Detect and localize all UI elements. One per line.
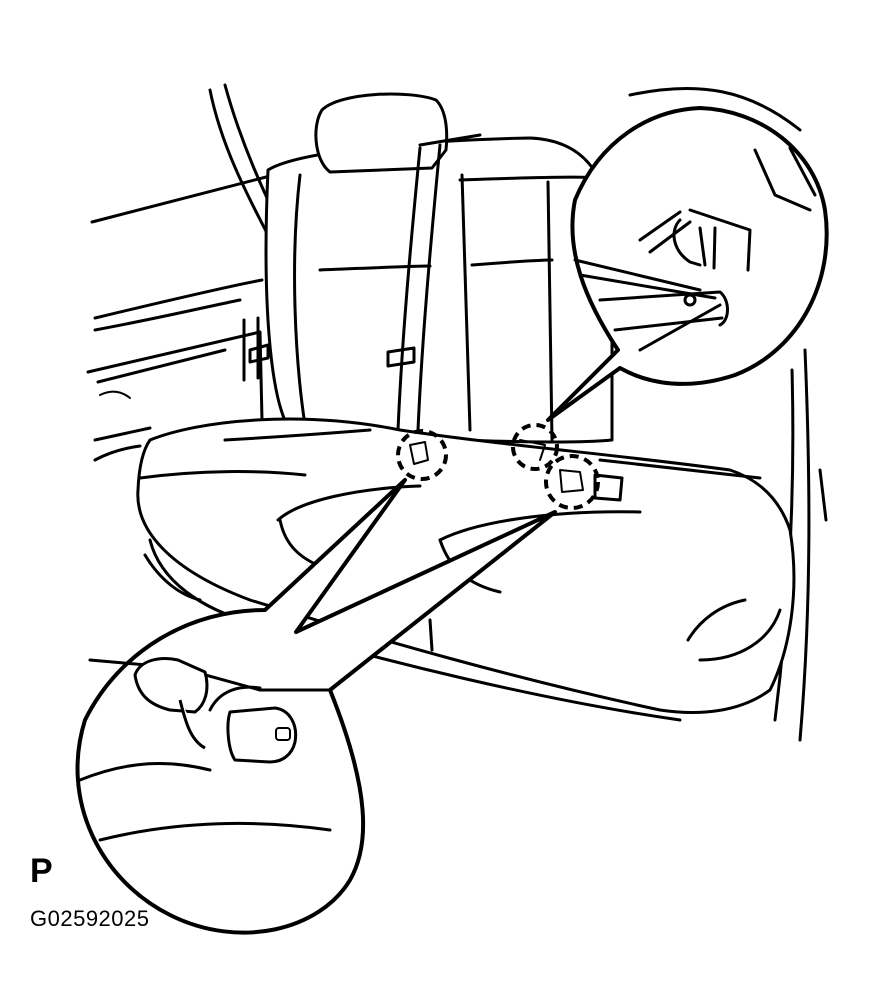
figure-code: G02592025 — [30, 906, 150, 931]
door-panel — [86, 83, 294, 462]
callout-markers — [396, 423, 624, 510]
seat-belts — [242, 133, 482, 432]
detail-view-wire-frame — [546, 106, 829, 422]
marker-right-buckle — [544, 454, 600, 510]
seat-back — [264, 136, 614, 444]
headrest — [314, 92, 449, 174]
detail-view-buckle — [75, 478, 557, 935]
marker-left-buckle — [396, 429, 448, 481]
marker-wire-hook — [511, 423, 559, 471]
view-letter: P — [30, 852, 53, 890]
